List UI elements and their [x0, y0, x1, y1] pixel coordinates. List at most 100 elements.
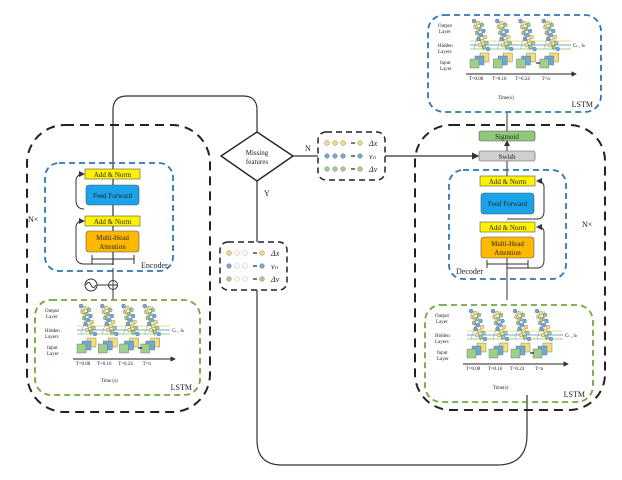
lstm-timestep-label: T=n	[143, 362, 152, 367]
lstm-neuron	[547, 26, 552, 32]
lstm-hidden-layers-label: Hidden	[45, 329, 60, 334]
lstm-neuron	[548, 336, 554, 342]
lstm-neuron	[512, 308, 518, 314]
lstm-timestep-label: T=0.08	[76, 362, 91, 367]
lstm-neuron	[499, 20, 504, 26]
lstm-input-layer-label: Input	[440, 61, 451, 66]
lstm-neuron	[474, 316, 479, 322]
lstm-neuron	[472, 310, 478, 316]
lstm-neuron	[100, 303, 105, 309]
lstm-output-layer-label: Output	[45, 309, 60, 314]
decoder-residual-mha	[507, 224, 545, 269]
feature-node	[259, 276, 265, 282]
lstm-input-layer-label: Input	[437, 351, 448, 356]
feature-row-label: Δx	[270, 249, 280, 258]
lstm-input-cube	[532, 348, 543, 359]
feature-node	[324, 140, 330, 146]
lstm-timestep-label: T=0.24	[515, 77, 530, 82]
lstm-neuron	[84, 311, 89, 317]
lstm-neuron	[506, 34, 511, 40]
encoder-feed-forward	[85, 184, 140, 206]
lstm-connection	[492, 310, 504, 342]
lstm-neuron	[555, 46, 560, 52]
lstm-neuron	[88, 313, 93, 319]
lstm-connection	[470, 310, 482, 342]
lstm-neuron	[500, 318, 505, 324]
lstm-neuron	[529, 34, 534, 40]
lstm-input-cube	[469, 58, 480, 69]
missing-feature-node	[242, 250, 248, 256]
lstm-output-layer-label: Layer	[439, 30, 451, 35]
lstm-neuron	[114, 331, 119, 337]
missing-feature-node	[234, 276, 240, 282]
encoder-mha-label-1: Multi-Head	[96, 234, 129, 242]
lstm-input-layer-label: Layer	[437, 357, 449, 362]
lstm-neuron	[545, 324, 551, 330]
feature-row-label: vₙ	[369, 152, 377, 161]
lstm-neuron	[91, 325, 96, 331]
lstm-timestep-label: T=0.24	[510, 367, 525, 372]
lstm-neuron	[502, 32, 507, 38]
encoder-feed-forward-label: Feed Forward	[93, 192, 133, 200]
lstm-neuron	[132, 319, 137, 325]
lstm-neuron	[482, 336, 488, 342]
lstm-input-layer-label: Input	[47, 346, 58, 351]
decoder-add-norm-top	[479, 175, 536, 187]
lstm-neuron	[527, 28, 533, 34]
lstm-input-cube	[510, 348, 521, 359]
lstm-neuron	[107, 317, 112, 323]
lstm-output-layer-label: Layer	[436, 320, 448, 325]
lstm-title: LSTM	[572, 100, 593, 109]
lstm-time-axis-label: Time (s)	[101, 379, 118, 384]
lstm-neuron	[481, 330, 486, 336]
lstm-neuron	[475, 322, 481, 328]
lstm-state-label: Cₜ , hₜ	[565, 334, 578, 339]
lstm-left: OutputLayerHiddenLayersInputLayerLSTMTim…	[34, 299, 201, 396]
lstm-neuron	[89, 319, 95, 325]
lstm-connection	[536, 310, 548, 342]
feature-row-label: Δv	[368, 165, 378, 174]
lstm-connection	[144, 305, 155, 337]
lstm-neuron	[481, 28, 486, 34]
lstm-neuron	[503, 330, 508, 336]
lstm-hidden-layers-label: Layers	[438, 50, 452, 55]
decoder-mha-label-2: Attention	[494, 249, 521, 257]
feature-node	[340, 140, 346, 146]
lstm-neuron	[509, 46, 514, 52]
lstm-neuron	[545, 20, 550, 26]
lstm-neuron	[477, 26, 482, 32]
lstm-neuron	[92, 331, 98, 337]
lstm-frame	[34, 299, 201, 396]
lstm-neuron	[125, 305, 130, 311]
decoder-sigmoid-label: Sigmoid	[495, 133, 519, 141]
lstm-connection	[520, 20, 531, 52]
lstm-right: OutputLayerHiddenLayersInputLayerLSTMTim…	[424, 304, 594, 403]
encoder-residual-mha	[75, 218, 113, 265]
lstm-input-layer-label: Layer	[440, 67, 452, 72]
lstm-timestep-label: T=0.16	[492, 77, 507, 82]
lstm-neuron	[112, 325, 117, 331]
connector-encoder-to-decision	[112, 95, 258, 265]
lstm-neuron	[146, 305, 151, 311]
lstm-connection	[514, 310, 526, 342]
lstm-neuron	[497, 322, 503, 328]
lstm-neuron	[495, 18, 500, 24]
lstm-frame	[424, 304, 594, 403]
connector-imputed-to-decoder	[256, 290, 528, 466]
lstm-neuron	[148, 311, 153, 317]
lstm-timestep-label: T=0.08	[469, 77, 484, 82]
lstm-input-cube	[76, 343, 87, 354]
lstm-neuron	[519, 322, 525, 328]
decoder-add-norm-bottom-label: Add & Norm	[489, 224, 527, 232]
feature-node	[259, 263, 265, 269]
lstm-neuron	[525, 330, 530, 336]
feature-row-label: vₙ	[271, 262, 279, 271]
decoder-outer-frame	[414, 124, 606, 411]
lstm-neuron	[484, 40, 489, 46]
lstm-neuron	[468, 308, 474, 314]
lstm-hidden-layers-label: Hidden	[435, 334, 450, 339]
lstm-neuron	[478, 32, 484, 38]
